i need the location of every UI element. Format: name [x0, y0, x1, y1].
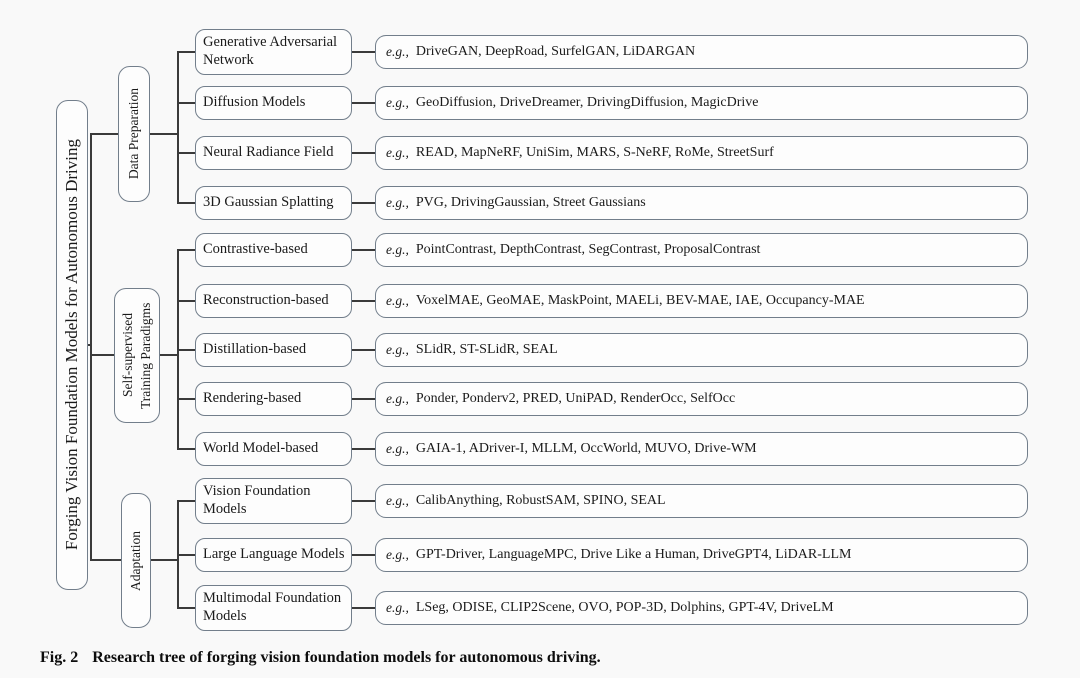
node-world-model-based: World Model-based — [195, 432, 352, 466]
examples-text: PointContrast, DepthContrast, SegContras… — [415, 242, 761, 257]
node-generative-adversarial-network: Generative Adversarial Network — [195, 29, 352, 75]
examples-text: LSeg, ODISE, CLIP2Scene, OVO, POP-3D, Do… — [415, 600, 834, 615]
section-label: Self-supervised Training Paradigms — [119, 302, 153, 409]
examples-text: PVG, DrivingGaussian, Street Gaussians — [415, 195, 646, 210]
figure-caption-tag: Fig. 2 — [40, 649, 79, 666]
eg-prefix: e.g., — [386, 145, 409, 160]
node-label: Contrastive-based — [203, 241, 308, 258]
examples-nerf: e.g., READ, MapNeRF, UniSim, MARS, S-NeR… — [375, 136, 1028, 170]
examples-text: CalibAnything, RobustSAM, SPINO, SEAL — [415, 493, 666, 508]
section-label: Data Preparation — [125, 88, 141, 180]
node-label: Rendering-based — [203, 390, 302, 407]
figure-caption-text: Research tree of forging vision foundati… — [92, 649, 601, 666]
examples-world-model: e.g., GAIA-1, ADriver-I, MLLM, OccWorld,… — [375, 432, 1028, 466]
node-label: Diffusion Models — [203, 94, 306, 111]
eg-prefix: e.g., — [386, 342, 409, 357]
node-rendering-based: Rendering-based — [195, 382, 352, 416]
node-label: Multimodal Foundation Models — [203, 590, 342, 624]
figure-caption: Fig. 2 Research tree of forging vision f… — [40, 649, 601, 667]
eg-prefix: e.g., — [386, 293, 409, 308]
eg-prefix: e.g., — [386, 95, 409, 110]
examples-vfm: e.g., CalibAnything, RobustSAM, SPINO, S… — [375, 484, 1028, 518]
node-label: Neural Radiance Field — [203, 144, 334, 161]
examples-text: VoxelMAE, GeoMAE, MaskPoint, MAELi, BEV-… — [415, 293, 865, 308]
examples-text: SLidR, ST-SLidR, SEAL — [415, 342, 558, 357]
node-label: Large Language Models — [203, 546, 345, 563]
examples-rendering: e.g., Ponder, Ponderv2, PRED, UniPAD, Re… — [375, 382, 1028, 416]
examples-text: GPT-Driver, LanguageMPC, Drive Like a Hu… — [415, 547, 852, 562]
node-label: World Model-based — [203, 440, 319, 457]
node-label: Vision Foundation Models — [203, 483, 311, 517]
examples-llm: e.g., GPT-Driver, LanguageMPC, Drive Lik… — [375, 538, 1028, 572]
eg-prefix: e.g., — [386, 441, 409, 456]
examples-text: GeoDiffusion, DriveDreamer, DrivingDiffu… — [415, 95, 759, 110]
examples-text: DriveGAN, DeepRoad, SurfelGAN, LiDARGAN — [415, 44, 696, 59]
section-adaptation: Adaptation — [121, 493, 151, 628]
root-node-label: Forging Vision Foundation Models for Aut… — [61, 139, 81, 551]
node-3d-gaussian-splatting: 3D Gaussian Splatting — [195, 186, 352, 220]
node-label: 3D Gaussian Splatting — [203, 194, 334, 211]
eg-prefix: e.g., — [386, 547, 409, 562]
examples-text: Ponder, Ponderv2, PRED, UniPAD, RenderOc… — [415, 391, 736, 406]
node-large-language-models: Large Language Models — [195, 538, 352, 572]
examples-reconstruction: e.g., VoxelMAE, GeoMAE, MaskPoint, MAELi… — [375, 284, 1028, 318]
eg-prefix: e.g., — [386, 391, 409, 406]
eg-prefix: e.g., — [386, 44, 409, 59]
examples-contrastive: e.g., PointContrast, DepthContrast, SegC… — [375, 233, 1028, 267]
node-vision-foundation-models: Vision Foundation Models — [195, 478, 352, 524]
node-diffusion-models: Diffusion Models — [195, 86, 352, 120]
examples-diffusion: e.g., GeoDiffusion, DriveDreamer, Drivin… — [375, 86, 1028, 120]
eg-prefix: e.g., — [386, 195, 409, 210]
examples-text: READ, MapNeRF, UniSim, MARS, S-NeRF, RoM… — [415, 145, 774, 160]
section-data-preparation: Data Preparation — [118, 66, 150, 202]
node-label: Generative Adversarial Network — [203, 34, 338, 68]
node-label: Reconstruction-based — [203, 292, 329, 309]
node-label: Distillation-based — [203, 341, 307, 358]
section-label: Adaptation — [127, 530, 143, 591]
eg-prefix: e.g., — [386, 242, 409, 257]
examples-text: GAIA-1, ADriver-I, MLLM, OccWorld, MUVO,… — [415, 441, 757, 456]
node-contrastive-based: Contrastive-based — [195, 233, 352, 267]
section-self-supervised-training-paradigms: Self-supervised Training Paradigms — [114, 288, 160, 423]
examples-mfm: e.g., LSeg, ODISE, CLIP2Scene, OVO, POP-… — [375, 591, 1028, 625]
node-neural-radiance-field: Neural Radiance Field — [195, 136, 352, 170]
node-multimodal-foundation-models: Multimodal Foundation Models — [195, 585, 352, 631]
examples-gan: e.g., DriveGAN, DeepRoad, SurfelGAN, LiD… — [375, 35, 1028, 69]
eg-prefix: e.g., — [386, 600, 409, 615]
node-reconstruction-based: Reconstruction-based — [195, 284, 352, 318]
examples-3dgs: e.g., PVG, DrivingGaussian, Street Gauss… — [375, 186, 1028, 220]
examples-distillation: e.g., SLidR, ST-SLidR, SEAL — [375, 333, 1028, 367]
root-node: Forging Vision Foundation Models for Aut… — [56, 100, 88, 590]
eg-prefix: e.g., — [386, 493, 409, 508]
node-distillation-based: Distillation-based — [195, 333, 352, 367]
